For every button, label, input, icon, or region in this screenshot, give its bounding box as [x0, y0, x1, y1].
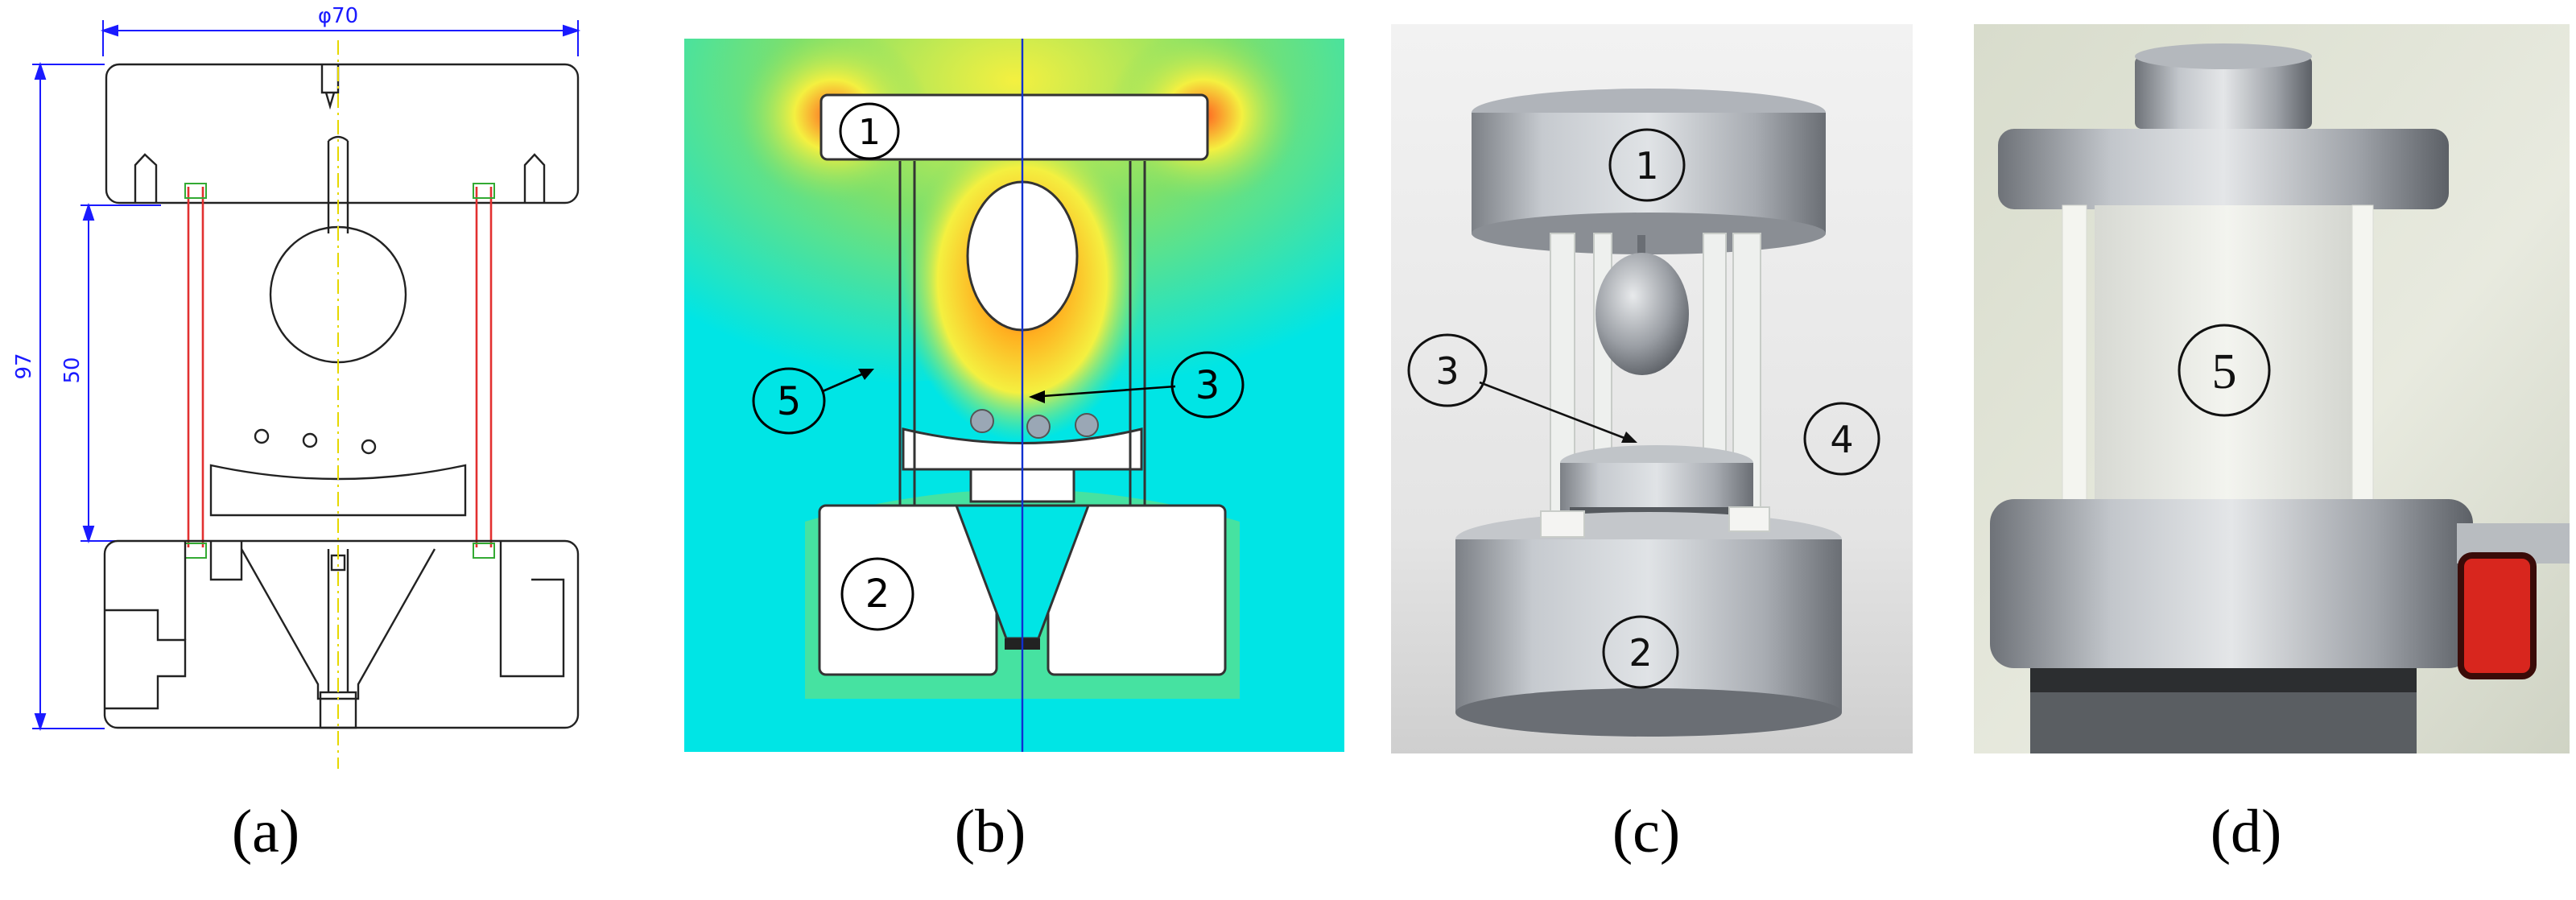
- panel-c-photo: 1 2 3 4: [1391, 24, 1913, 753]
- label-b-3: 3: [1195, 363, 1220, 408]
- caption-a: (a): [231, 798, 300, 865]
- caption-c: (c): [1612, 798, 1681, 865]
- label-c-3: 3: [1435, 349, 1459, 393]
- caption-d: (d): [2210, 798, 2282, 865]
- label-b-1: 1: [858, 112, 881, 153]
- inner-dimension-label: 50: [60, 357, 85, 383]
- panel-a-drawing: φ70 97 50: [0, 0, 644, 789]
- label-b-5: 5: [777, 379, 802, 424]
- panel-b-simulation: 1 2 3 5: [684, 39, 1344, 752]
- height-dimension-label: 97: [12, 353, 36, 379]
- label-b-2: 2: [865, 572, 890, 617]
- label-d-5: 5: [2212, 345, 2237, 399]
- label-c-2: 2: [1629, 631, 1652, 675]
- caption-b: (b): [954, 798, 1026, 865]
- width-dimension-label: φ70: [318, 4, 358, 28]
- label-c-4: 4: [1830, 418, 1853, 461]
- panel-d-photo: 5: [1974, 24, 2570, 753]
- label-c-1: 1: [1635, 144, 1658, 188]
